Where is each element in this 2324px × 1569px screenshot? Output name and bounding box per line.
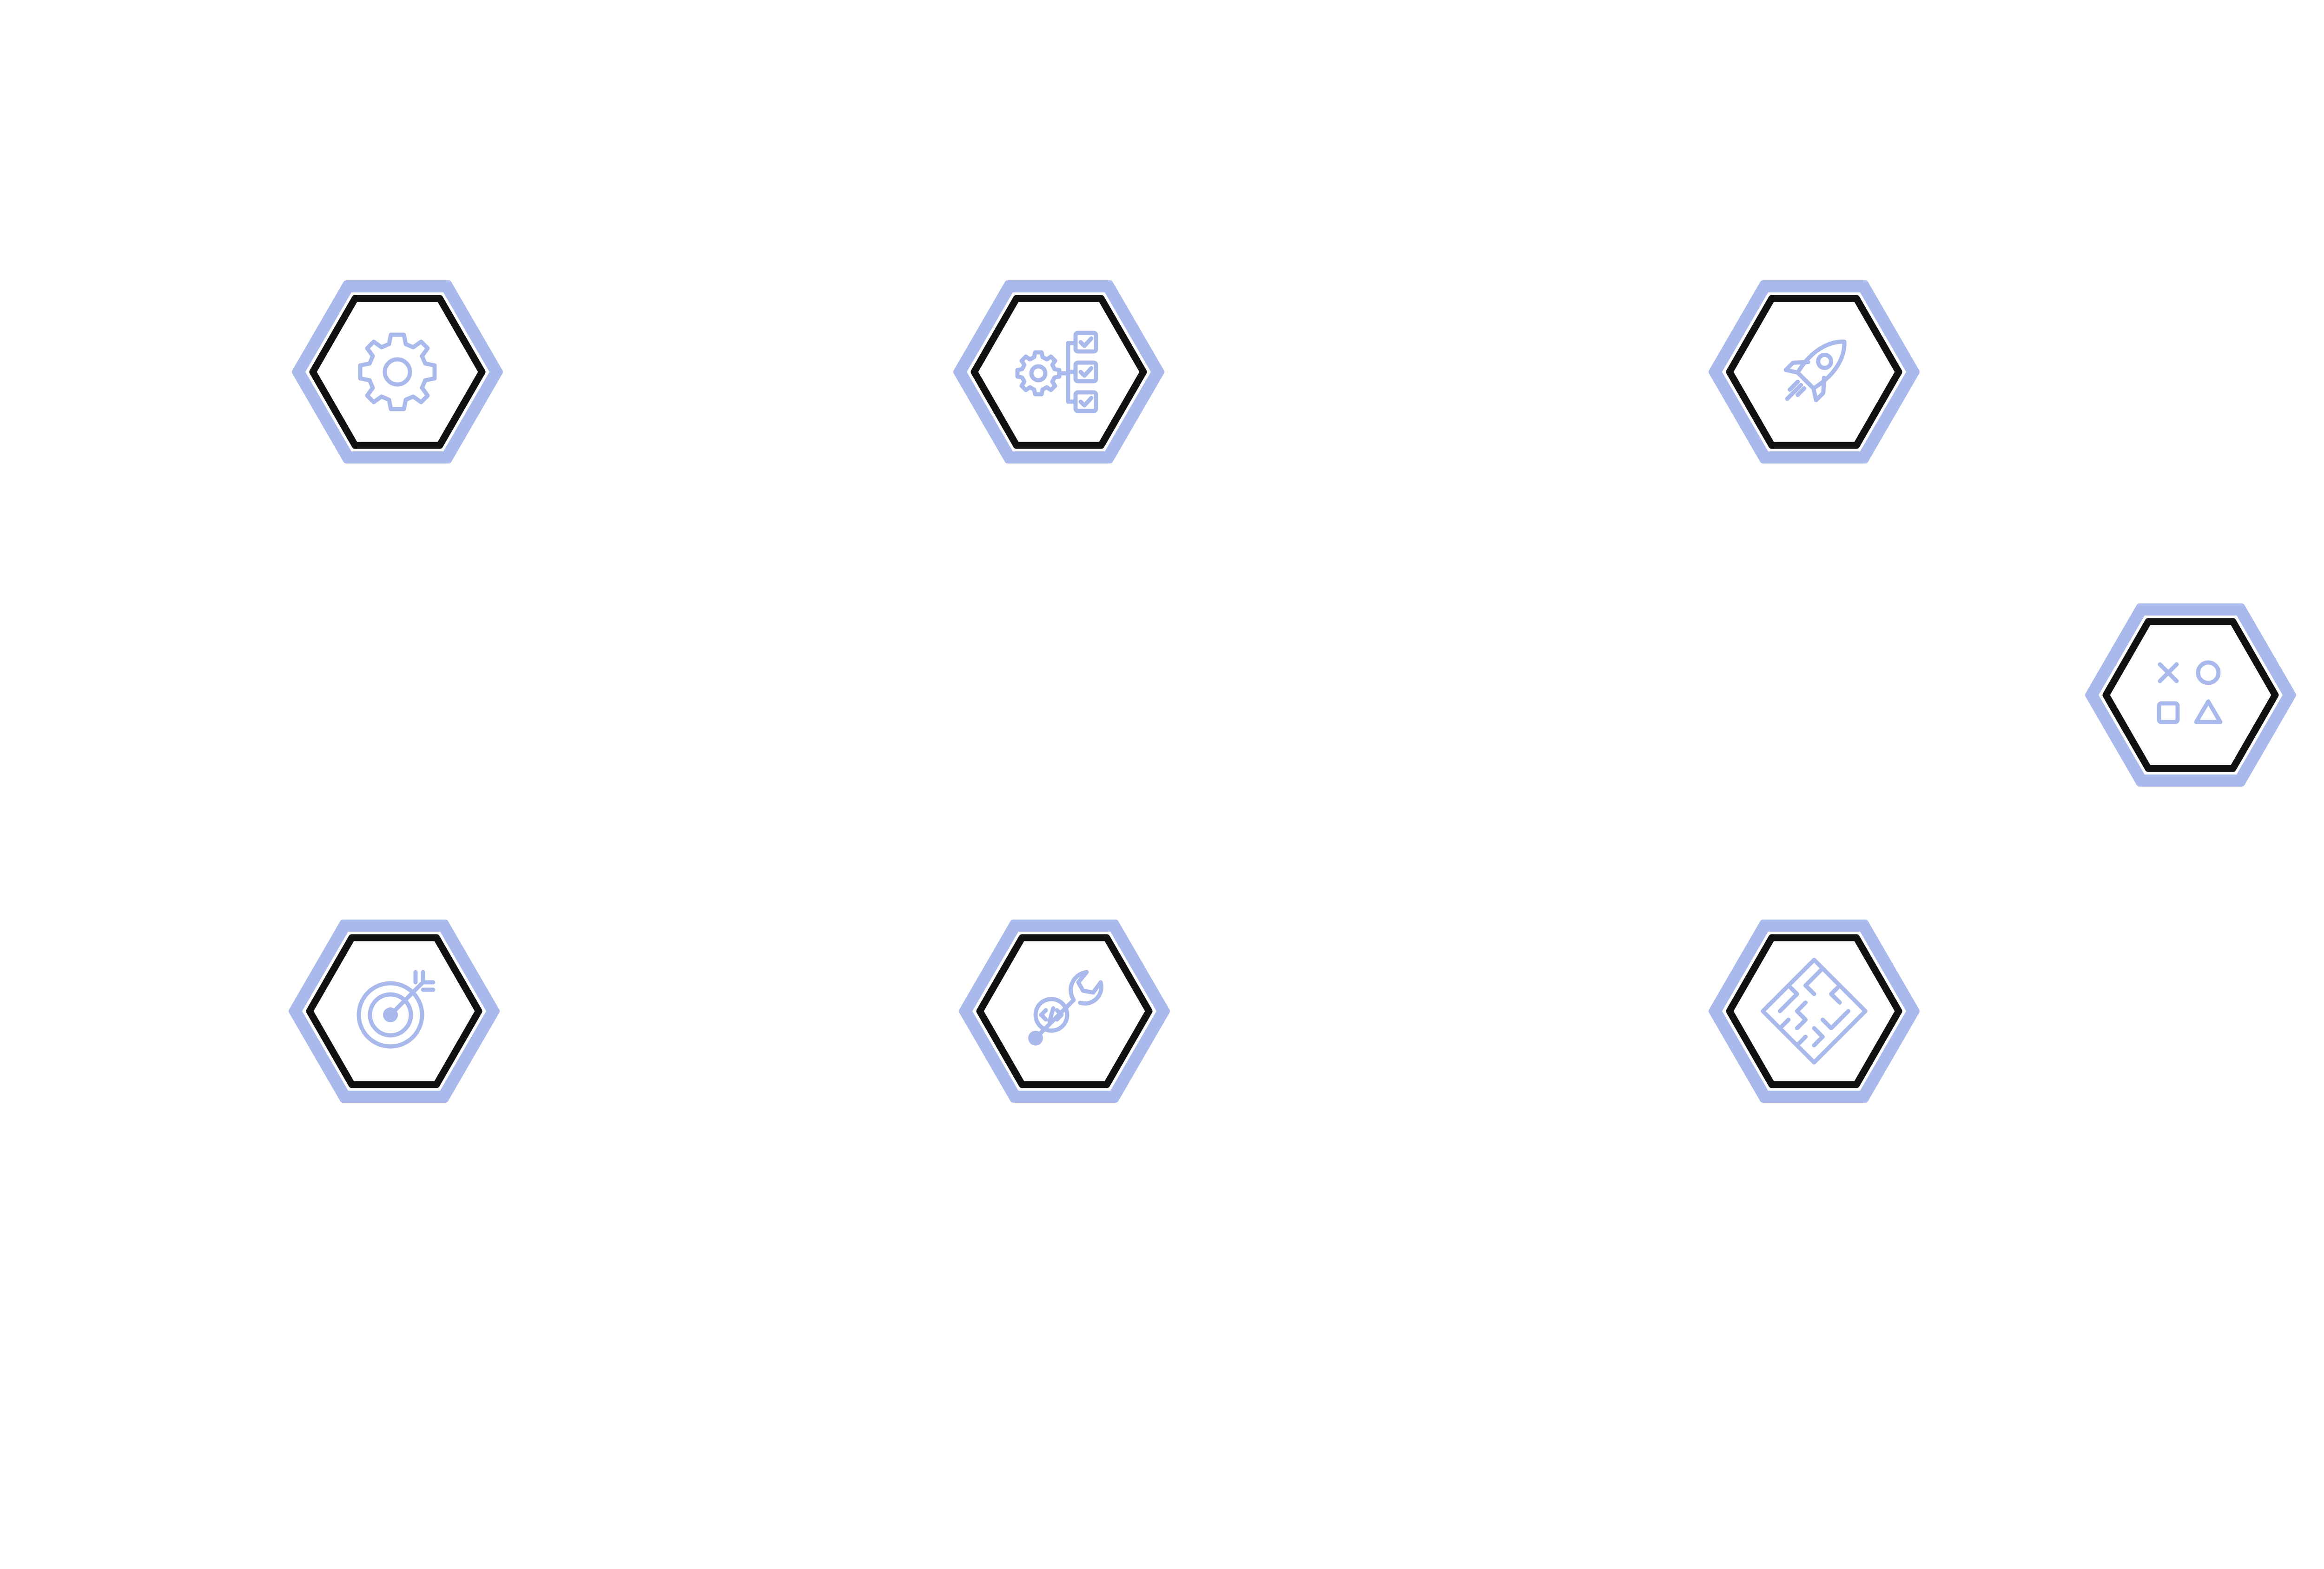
game-shapes-icon [2157, 660, 2223, 724]
hex-node-target [289, 920, 500, 1103]
gear-icon [358, 332, 437, 411]
hex-node-shapes [2085, 603, 2296, 787]
hex-node-gear [292, 280, 503, 463]
hex-node-wrench [959, 920, 1170, 1103]
gear-checklist-icon [1015, 331, 1098, 413]
hex-node-maze [1709, 920, 1920, 1103]
target-arrow-icon [357, 970, 436, 1049]
wrench-code-icon [1028, 970, 1103, 1046]
hex-node-rocket [1709, 280, 1920, 463]
rocket-icon [1783, 339, 1847, 403]
hex-node-workflow [953, 280, 1164, 463]
maze-icon [1761, 958, 1868, 1065]
